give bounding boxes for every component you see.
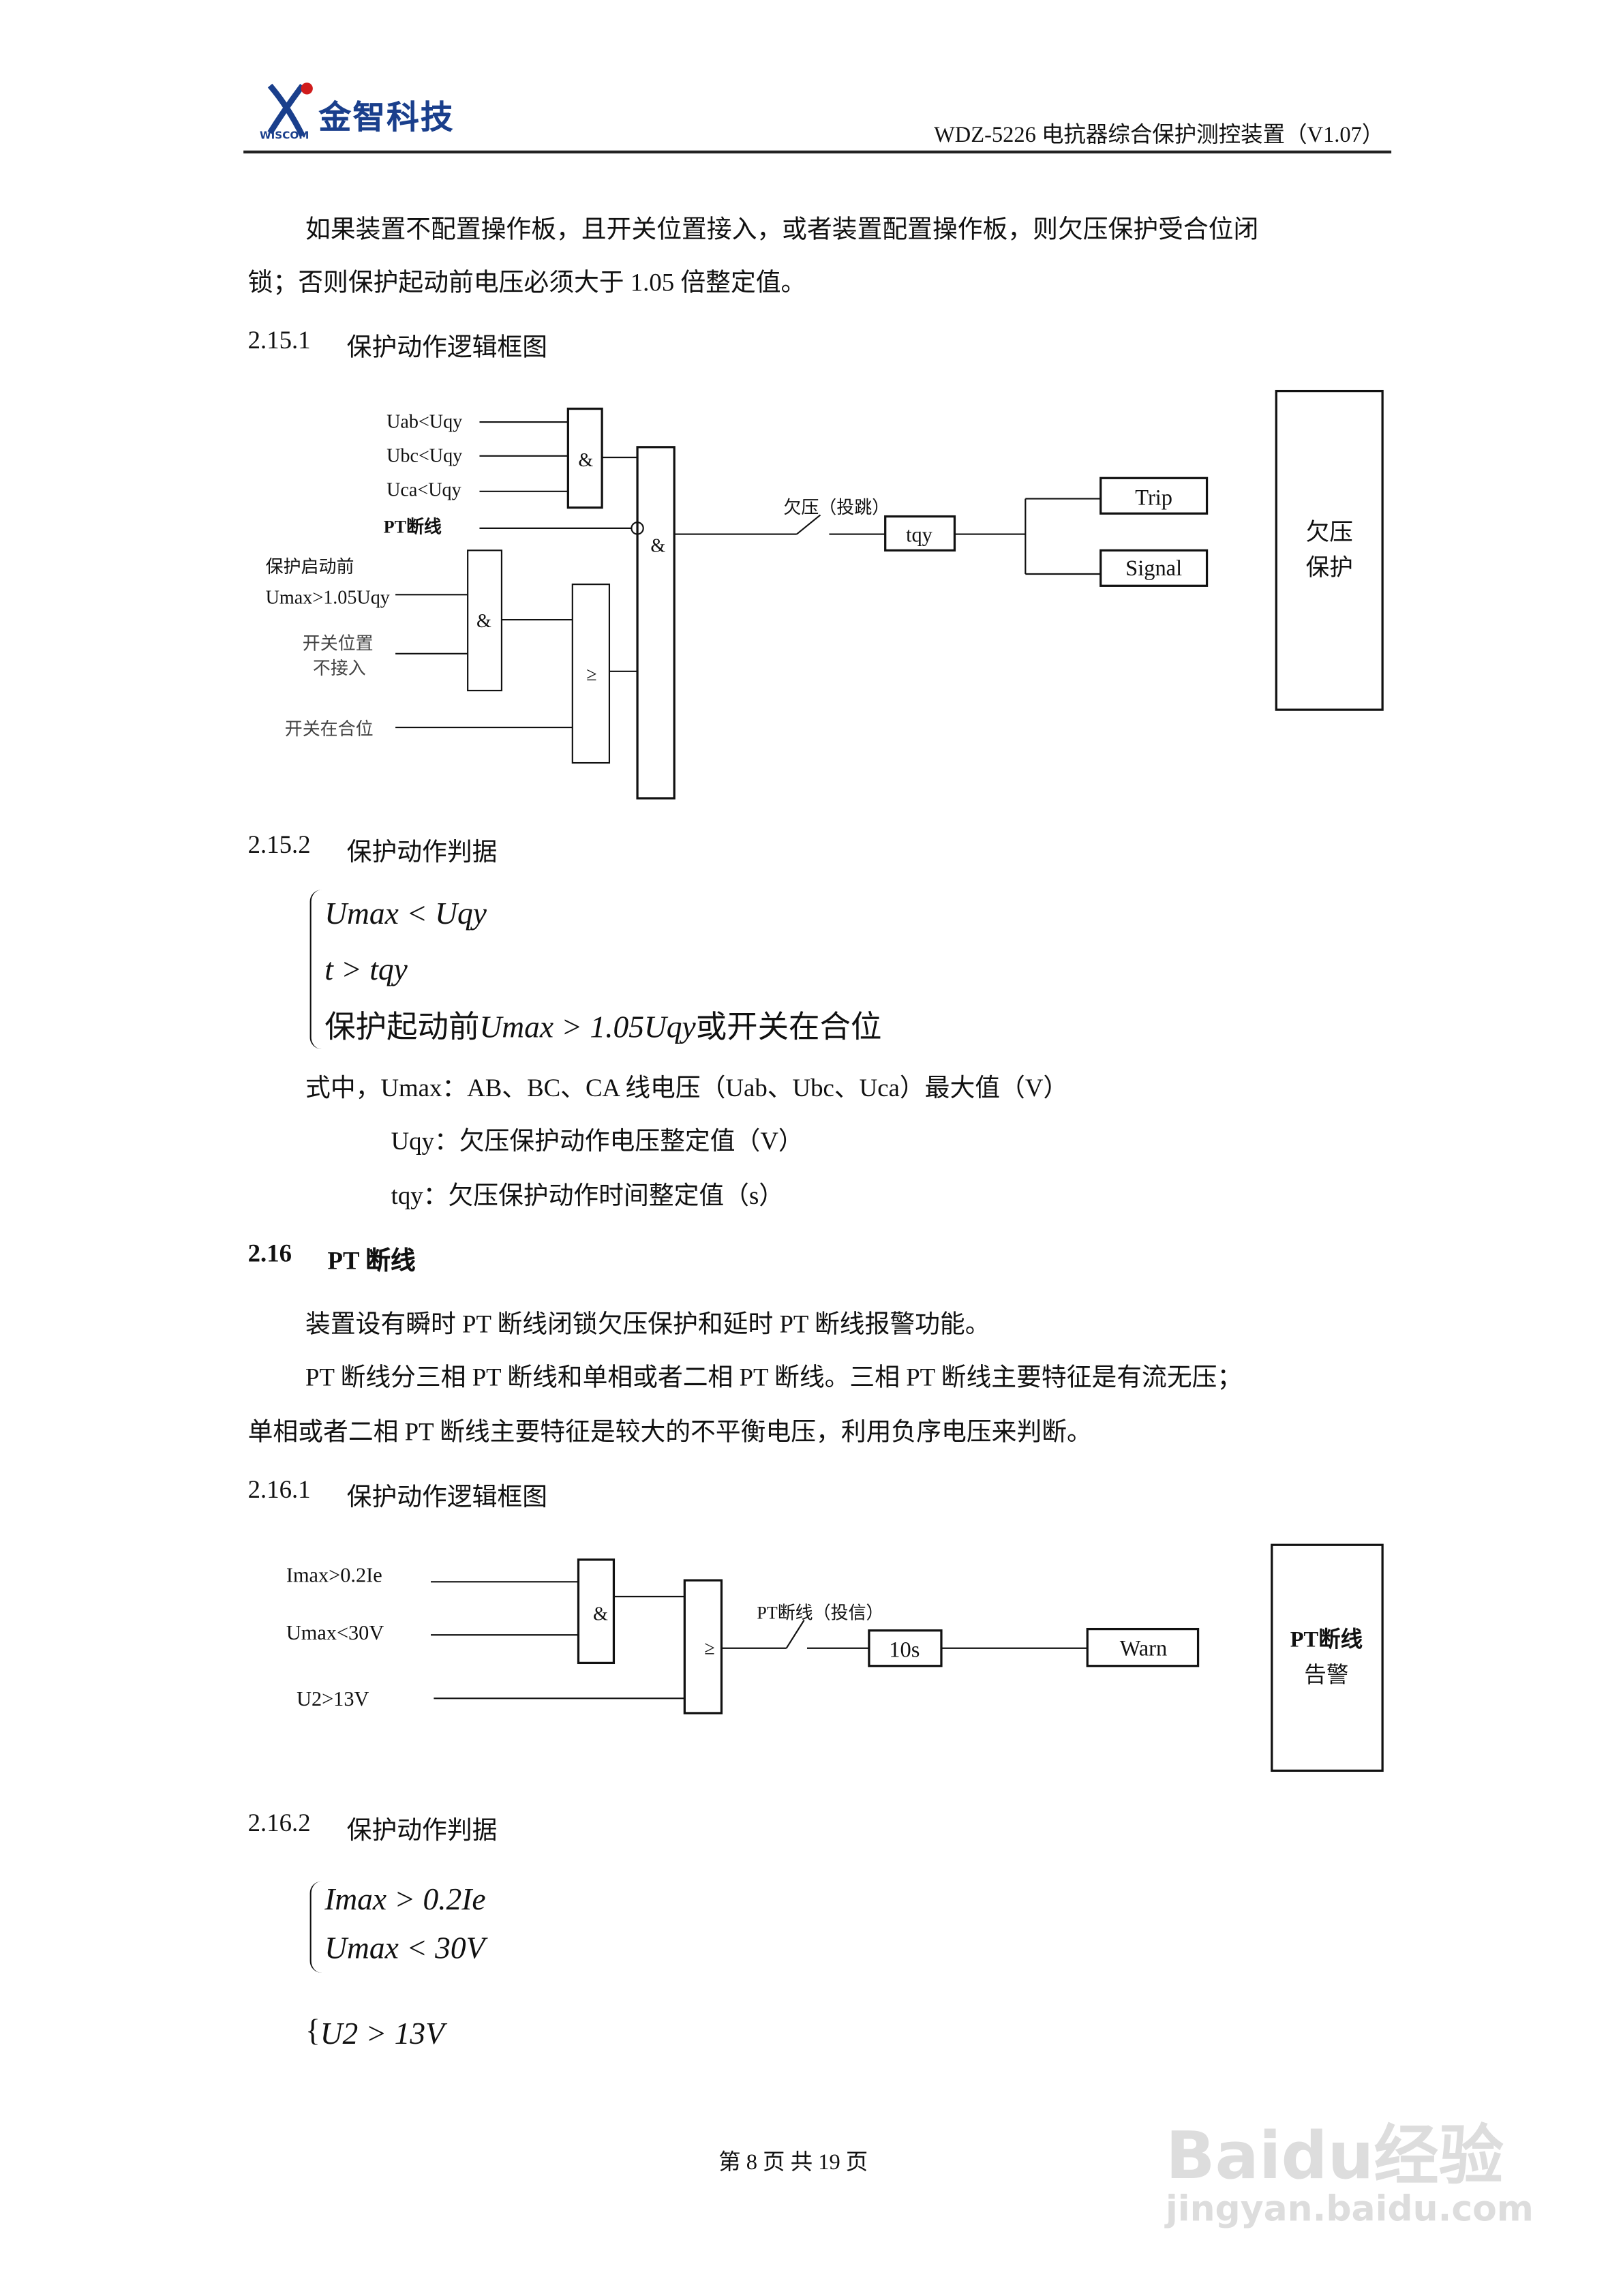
input-start-2: Umax>1.05Uqy	[266, 587, 390, 608]
input-ubc: Ubc<Uqy	[386, 445, 462, 466]
input-u2: U2>13V	[297, 1687, 369, 1710]
paragraph: 装置设有瞬时 PT 断线闭锁欠压保护和延时 PT 断线报警功能。	[305, 1310, 990, 1339]
and-symbol: &	[476, 611, 491, 632]
input-imax: Imax>0.2Ie	[286, 1563, 382, 1586]
criterion-3: U2 > 13V	[320, 2015, 444, 2051]
criterion-3: 保护起动前Umax > 1.05Uqy或开关在合位	[324, 1003, 881, 1048]
input-switch-2: 不接入	[313, 659, 366, 678]
legend-line: 式中，Umax：AB、BC、CA 线电压（Uab、Ubc、Uca）最大值（V）	[305, 1074, 1069, 1102]
warn-box	[1086, 1627, 1200, 1667]
and-gate-1	[566, 407, 603, 509]
or-symbol: ≥	[586, 664, 596, 685]
function-label-2: 保护	[1306, 555, 1353, 581]
section-title: 保护动作逻辑框图	[346, 333, 548, 362]
function-box	[1271, 1543, 1384, 1772]
trip-box	[1099, 477, 1209, 515]
timer-label: 10s	[889, 1638, 920, 1663]
and-symbol: &	[593, 1604, 608, 1625]
and-symbol: &	[650, 536, 665, 557]
or-gate	[683, 1579, 723, 1715]
watermark-url: jingyan.baidu.com	[1165, 2188, 1534, 2230]
criteria-brace	[309, 890, 323, 1049]
input-uab: Uab<Uqy	[386, 412, 462, 433]
section-number: 2.15.1	[247, 326, 311, 354]
input-pt-break: PT断线	[384, 516, 442, 537]
input-start-1: 保护启动前	[266, 557, 354, 577]
or-symbol: ≥	[704, 1637, 714, 1659]
and-gate-2	[467, 549, 503, 692]
and-gate	[577, 1558, 616, 1665]
section-title: PT 断线	[327, 1247, 416, 1275]
input-closed: 开关在合位	[285, 719, 374, 739]
and-gate-main	[636, 446, 676, 800]
criterion-2: t > tqy	[324, 952, 408, 988]
baidu-watermark: Baidu经验	[1165, 2119, 1504, 2194]
legend-line: Uqy：欠压保护动作电压整定值（V）	[391, 1127, 804, 1155]
header-rule	[243, 150, 1392, 153]
input-umax: Umax<30V	[286, 1621, 384, 1644]
criterion-1: Umax < Uqy	[324, 895, 487, 931]
signal-label: Signal	[1125, 556, 1182, 581]
paragraph: 锁；否则保护起动前电压必须大于 1.05 倍整定值。	[247, 268, 806, 297]
function-label-2: 告警	[1304, 1663, 1348, 1688]
criterion-1: Imax > 0.2Ie	[324, 1881, 486, 1917]
paragraph: 如果装置不配置操作板，且开关位置接入，或者装置配置操作板，则欠压保护受合位闭	[305, 215, 1259, 244]
criterion-3-mid: Umax > 1.05Uqy	[479, 1009, 696, 1045]
criteria-brace	[309, 1881, 323, 1973]
function-box	[1275, 389, 1384, 711]
section-title: 保护动作逻辑框图	[346, 1483, 548, 1511]
section-number: 2.16	[247, 1239, 292, 1268]
timer-box	[884, 515, 956, 552]
section-number: 2.15.2	[247, 830, 311, 859]
company-logo	[258, 77, 318, 152]
paragraph: PT 断线分三相 PT 断线和单相或者二相 PT 断线。三相 PT 断线主要特征…	[305, 1363, 1243, 1392]
input-uca: Uca<Uqy	[386, 479, 461, 500]
logic-diagram-undervoltage: Uab<Uqy Ubc<Uqy Uca<Uqy PT断线 保护启动前 Umax>…	[266, 389, 1384, 800]
function-label-1: 欠压	[1306, 519, 1353, 545]
timer-box	[868, 1629, 943, 1667]
input-switch-1: 开关位置	[303, 633, 374, 653]
timer-label: tqy	[906, 523, 933, 546]
switch-label: PT断线（投信）	[757, 1603, 883, 1622]
document-title: WDZ-5226 电抗器综合保护测控装置（V1.07）	[934, 123, 1384, 148]
wiscom-logo-icon	[267, 82, 313, 138]
section-number: 2.16.2	[247, 1809, 311, 1837]
logo-text-en: WISCOM	[259, 130, 309, 142]
section-title: 保护动作判据	[346, 1816, 498, 1845]
logo-text-cn: 金智科技	[318, 100, 455, 138]
signal-box	[1099, 549, 1209, 587]
criterion-3-pre: 保护起动前	[324, 1009, 480, 1045]
legend-line: tqy：欠压保护动作时间整定值（s）	[391, 1181, 785, 1210]
warn-label: Warn	[1120, 1637, 1167, 1661]
criterion-2: Umax < 30V	[324, 1930, 485, 1966]
and-symbol: &	[578, 450, 593, 471]
logic-diagram-pt-break: Imax>0.2Ie Umax<30V U2>13V & ≥	[286, 1543, 1384, 1772]
section-title: 保护动作判据	[346, 838, 498, 866]
section-number: 2.16.1	[247, 1475, 311, 1504]
criterion-brace-3: {	[305, 2012, 320, 2049]
function-label-1: PT断线	[1290, 1627, 1363, 1652]
page-number: 第 8 页 共 19 页	[718, 2151, 868, 2175]
or-gate-1	[571, 584, 611, 764]
switch-label: 欠压（投跳）	[783, 498, 890, 517]
trip-label: Trip	[1135, 485, 1172, 510]
criterion-3-post: 或开关在合位	[695, 1009, 882, 1045]
paragraph: 单相或者二相 PT 断线主要特征是较大的不平衡电压，利用负序电压来判断。	[247, 1418, 1092, 1447]
